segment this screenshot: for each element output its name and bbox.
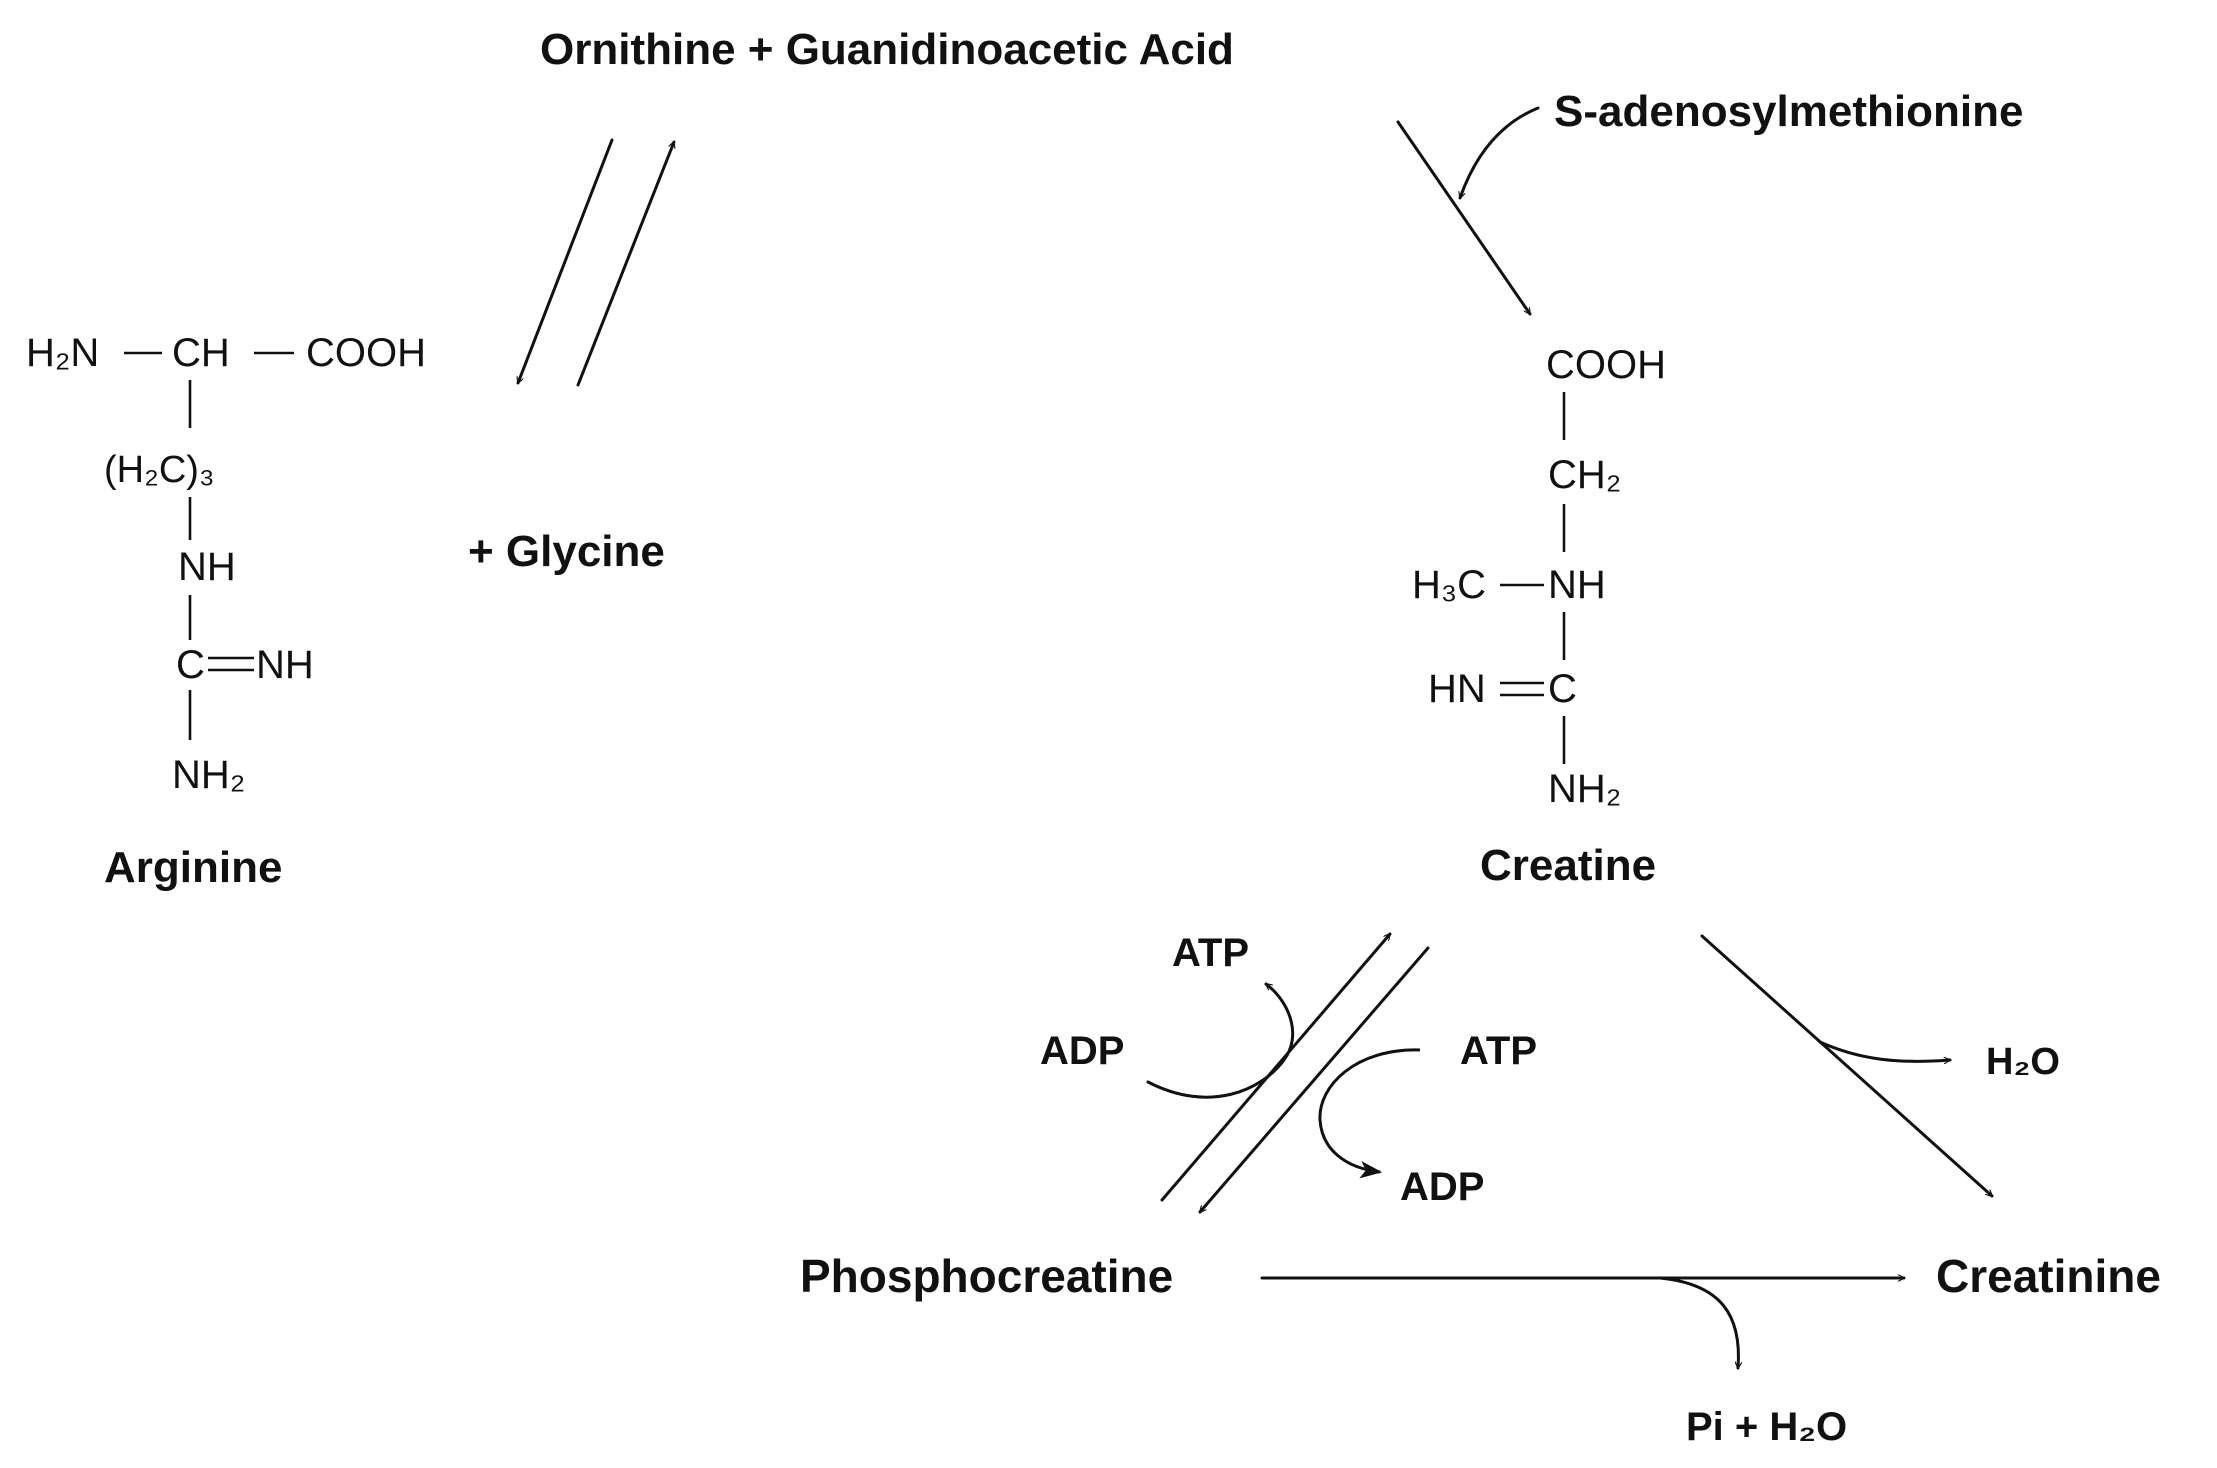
sam-input-arrow — [1460, 106, 1540, 198]
arginine-ch2-3: (H₂C)₃ — [104, 449, 214, 491]
creatine-structure: COOH CH₂ H₃C NH HN C NH₂ — [1412, 343, 1666, 811]
arginine-nh: NH — [178, 545, 236, 589]
creatine-label: Creatine — [1480, 841, 1656, 890]
creatine-nh2: NH₂ — [1548, 767, 1621, 811]
atp-to-adp-arrow — [1318, 1048, 1421, 1179]
water-release-arrow — [1818, 1040, 1952, 1061]
creatine-ch2: CH₂ — [1548, 453, 1621, 497]
arginine-structure: H₂N CH COOH (H₂C)₃ NH C NH NH₂ — [26, 331, 426, 797]
pi-h2o-label: Pi + H₂O — [1686, 1405, 1847, 1449]
glycine-label: + Glycine — [468, 527, 665, 576]
sam-label: S-adenosylmethionine — [1554, 87, 2023, 136]
atp-top-label: ATP — [1172, 931, 1249, 975]
arginine-cooh: COOH — [306, 331, 426, 375]
arginine-label: Arginine — [104, 843, 282, 892]
creatine-hn: HN — [1428, 667, 1486, 711]
equilibrium-arrow-forward — [576, 142, 676, 387]
ornithine-guanidinoacetic-label: Ornithine + Guanidinoacetic Acid — [540, 25, 1234, 74]
arginine-nh2: NH₂ — [172, 753, 245, 797]
creatinine-label: Creatinine — [1936, 1250, 2161, 1302]
creatine-cooh: COOH — [1546, 343, 1666, 387]
creatine-to-creatinine-arrow — [1700, 934, 1994, 1198]
h2o-label: H₂O — [1986, 1041, 2060, 1083]
creatine-c: C — [1548, 667, 1577, 711]
methylation-arrow — [1396, 120, 1532, 314]
creatine-h3c: H₃C — [1412, 563, 1486, 607]
arginine-h2n: H₂N — [26, 331, 99, 375]
equilibrium-arrow-reverse — [518, 138, 614, 383]
adp-to-atp-arrow — [1146, 982, 1295, 1099]
atp-right-label: ATP — [1460, 1029, 1537, 1073]
creatine-to-phosphocreatine-arrow — [1198, 946, 1430, 1214]
arginine-c: C — [176, 643, 205, 687]
phosphocreatine-label: Phosphocreatine — [800, 1250, 1173, 1302]
adp-bottom-label: ADP — [1400, 1165, 1484, 1209]
pi-release-arrow — [1658, 1276, 1738, 1370]
arginine-ch: CH — [172, 331, 230, 375]
arginine-eq-nh: NH — [256, 643, 314, 687]
creatine-nh: NH — [1548, 563, 1606, 607]
phosphocreatine-to-creatine-arrow — [1160, 932, 1392, 1202]
adp-left-label: ADP — [1040, 1029, 1124, 1073]
